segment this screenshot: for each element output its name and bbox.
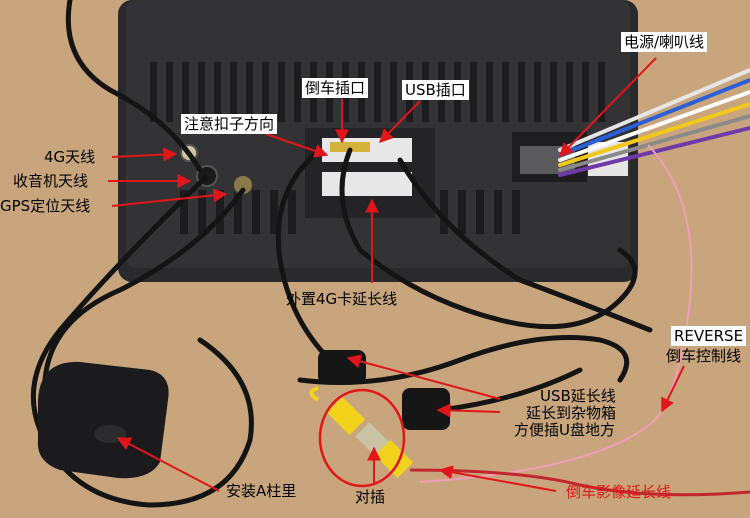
label-power-speaker: 电源/喇叭线 (621, 32, 708, 52)
label-4g-antenna: 4G天线 (44, 148, 96, 166)
usb-plug-2 (402, 388, 450, 430)
label-ext-4g-card: 外置4G卡延长线 (286, 290, 398, 308)
label-reverse-control: 倒车控制线 (666, 347, 742, 365)
label-radio-antenna: 收音机天线 (13, 172, 89, 190)
cables (30, 0, 653, 508)
label-reverse-en: REVERSE (671, 326, 747, 346)
usb-plug-1 (318, 350, 366, 384)
label-buckle-direction: 注意扣子方向 (181, 114, 278, 134)
label-usb-port: USB插口 (402, 80, 469, 100)
label-usb-ext-line2: 延长到杂物箱 (526, 404, 617, 422)
label-reverse-video-ext: 倒车影像延长线 (566, 483, 672, 501)
mate-highlight-circle (318, 388, 406, 488)
reverse-control-wire (419, 144, 693, 483)
label-install-a-pillar: 安装A柱里 (226, 482, 297, 500)
red-wire (409, 468, 750, 497)
gps-puck (37, 361, 169, 479)
label-usb-ext-line3: 方便插U盘地方 (514, 421, 615, 439)
callout-arrows (108, 57, 685, 492)
label-reverse-port: 倒车插口 (302, 78, 369, 98)
label-usb-ext-line1: USB延长线 (540, 387, 616, 405)
label-mate: 对插 (355, 488, 386, 506)
rca-connectors (309, 386, 414, 479)
label-gps-antenna: GPS定位天线 (0, 197, 91, 215)
